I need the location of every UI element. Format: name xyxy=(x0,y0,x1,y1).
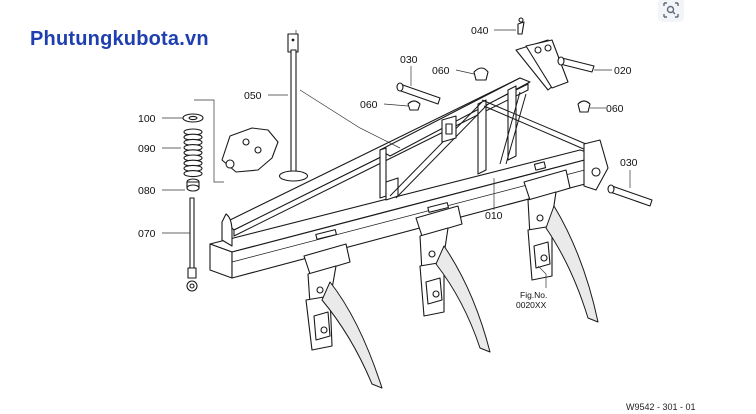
part-080-collar xyxy=(186,178,200,192)
label-080: 080 xyxy=(138,185,156,197)
label-060-top: 060 xyxy=(432,65,450,77)
drawing-reference: W9542 - 301 - 01 xyxy=(626,402,696,412)
callout-labels: 100 090 080 070 050 030 060 060 040 020 … xyxy=(138,25,638,310)
part-050-pole xyxy=(278,33,309,182)
leader-lines xyxy=(162,29,631,288)
spring-coil xyxy=(183,170,203,178)
tine-middle xyxy=(415,205,491,353)
part-030-pin-top xyxy=(396,82,441,105)
part-020-pin xyxy=(557,56,595,73)
part-bracket-plate xyxy=(221,127,279,173)
a-frame xyxy=(221,39,609,247)
figure-number-label: Fig.No. xyxy=(520,290,547,300)
part-090-spring xyxy=(183,128,203,178)
label-040: 040 xyxy=(471,25,489,37)
tine-right xyxy=(523,169,599,323)
label-030-top: 030 xyxy=(400,54,418,66)
part-070-rod xyxy=(186,197,198,292)
label-090: 090 xyxy=(138,143,156,155)
part-040-pin xyxy=(517,17,525,35)
figure-number-value: 0020XX xyxy=(516,300,547,310)
label-020: 020 xyxy=(614,65,632,77)
part-060-clip-right xyxy=(577,100,591,113)
label-030-right: 030 xyxy=(620,157,638,169)
part-060-clip-mid xyxy=(407,100,421,111)
part-060-clip-top xyxy=(473,67,489,81)
label-070: 070 xyxy=(138,228,156,240)
label-050: 050 xyxy=(244,90,262,102)
label-060-right: 060 xyxy=(606,103,624,115)
part-030-pin-right xyxy=(607,184,653,207)
tine-left xyxy=(303,243,383,389)
brand-watermark: Phutungkubota.vn xyxy=(30,28,209,50)
part-100-washer xyxy=(182,113,204,123)
image-search-icon[interactable] xyxy=(656,0,686,24)
label-100: 100 xyxy=(138,113,156,125)
label-060-mid: 060 xyxy=(360,99,378,111)
label-010: 010 xyxy=(485,210,503,222)
